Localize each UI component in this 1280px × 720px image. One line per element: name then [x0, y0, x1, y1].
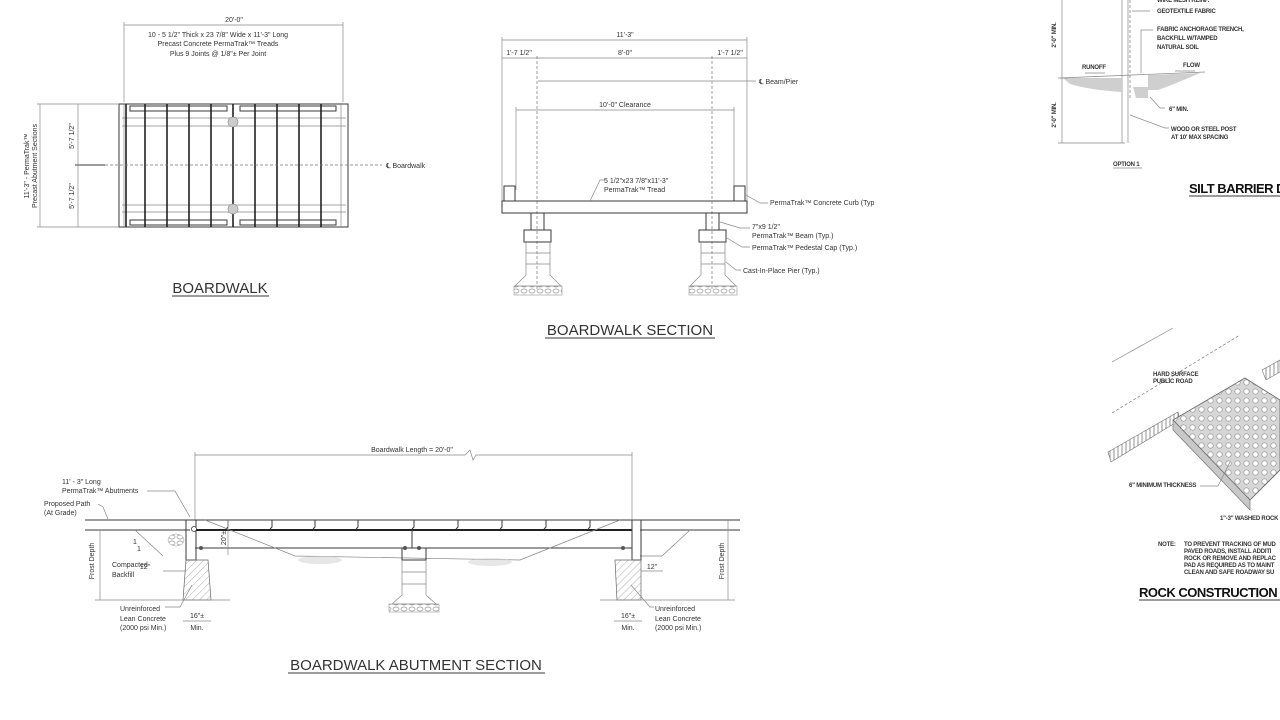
svg-text:6" MIN.: 6" MIN.: [1169, 107, 1189, 113]
svg-text:CLEAN AND SAFE ROADWAY SU: CLEAN AND SAFE ROADWAY SU: [1184, 570, 1274, 576]
plan-overall-length: 20'-0": [225, 17, 243, 24]
svg-text:1: 1: [137, 546, 141, 553]
svg-text:1: 1: [133, 539, 137, 546]
svg-text:20"±: 20"±: [221, 531, 228, 545]
svg-text:1'-7 1/2": 1'-7 1/2": [506, 50, 532, 57]
svg-text:FLOW: FLOW: [1183, 63, 1200, 69]
svg-text:AT 10' MAX SPACING: AT 10' MAX SPACING: [1171, 135, 1229, 141]
boardwalk-title: BOARDWALK: [172, 280, 267, 297]
svg-text:Boardwalk Length = 20'-0": Boardwalk Length = 20'-0": [371, 447, 453, 454]
svg-text:Lean Concrete: Lean Concrete: [120, 616, 166, 623]
plan-tread-note: 10 - 5 1/2" Thick x 23 7/8" Wide x 11'-3…: [148, 32, 288, 39]
svg-text:BACKFILL W/TAMPED: BACKFILL W/TAMPED: [1157, 36, 1218, 42]
svg-text:Frost Depth: Frost Depth: [89, 543, 96, 580]
svg-text:RUNOFF: RUNOFF: [1082, 65, 1106, 71]
svg-text:PUBLIC ROAD: PUBLIC ROAD: [1153, 379, 1193, 385]
svg-text:PermaTrak™ Abutments: PermaTrak™ Abutments: [62, 488, 139, 495]
svg-text:(At Grade): (At Grade): [44, 510, 77, 517]
svg-text:8'-0": 8'-0": [618, 50, 632, 57]
svg-text:2'-0" MIN.: 2'-0" MIN.: [1052, 102, 1058, 128]
svg-text:16"±: 16"±: [190, 613, 204, 620]
svg-text:12": 12": [647, 564, 658, 571]
svg-text:Plus 9 Joints @ 1/8"± Per Join: Plus 9 Joints @ 1/8"± Per Joint: [170, 51, 266, 58]
svg-text:Proposed Path: Proposed Path: [44, 501, 90, 508]
svg-text:Frost Depth: Frost Depth: [719, 543, 726, 580]
svg-text:Precast Abutment Sections: Precast Abutment Sections: [32, 123, 39, 208]
abutment-section: Boardwalk Length = 20'-0": [44, 447, 740, 674]
svg-text:1'-7 1/2": 1'-7 1/2": [717, 50, 743, 57]
svg-text:16"±: 16"±: [621, 613, 635, 620]
svg-text:Backfill: Backfill: [112, 572, 135, 579]
svg-text:10'-0" Clearance: 10'-0" Clearance: [599, 102, 651, 109]
svg-text:5'-7 1/2": 5'-7 1/2": [69, 183, 76, 209]
svg-text:PAVED ROADS, INSTALL ADDITI: PAVED ROADS, INSTALL ADDITI: [1184, 549, 1272, 555]
svg-text:6" MINIMUM THICKNESS: 6" MINIMUM THICKNESS: [1129, 483, 1196, 489]
svg-text:Min.: Min.: [190, 625, 203, 632]
svg-text:11'-3" - PermaTrak™: 11'-3" - PermaTrak™: [24, 134, 31, 199]
svg-text:OPTION 1: OPTION 1: [1113, 162, 1140, 168]
boardwalk-plan: 20'-0" 10 - 5 1/2" Thick x 23 7/8" Wide …: [24, 17, 426, 297]
svg-text:1"-3" WASHED ROCK: 1"-3" WASHED ROCK: [1220, 516, 1279, 522]
svg-text:WOOD OR STEEL POST: WOOD OR STEEL POST: [1171, 127, 1237, 133]
svg-text:Min.: Min.: [621, 625, 634, 632]
svg-text:WIRE MESH REINF.: WIRE MESH REINF.: [1157, 0, 1210, 4]
svg-text:Unreinforced: Unreinforced: [655, 606, 695, 613]
svg-text:GEOTEXTILE FABRIC: GEOTEXTILE FABRIC: [1157, 9, 1216, 15]
svg-text:NOTE:: NOTE:: [1158, 542, 1176, 548]
svg-text:7"x9 1/2": 7"x9 1/2": [752, 224, 780, 231]
svg-text:PermaTrak™ Tread: PermaTrak™ Tread: [604, 187, 665, 194]
section-overall-width: 11'-3": [616, 32, 634, 39]
svg-text:FABRIC ANCHORAGE TRENCH,: FABRIC ANCHORAGE TRENCH,: [1157, 27, 1244, 33]
svg-text:11' - 3" Long: 11' - 3" Long: [62, 479, 101, 486]
svg-text:(2000 psi Min.): (2000 psi Min.): [120, 625, 166, 632]
plan-centerline-label: ℄ Boardwalk: [385, 163, 426, 170]
svg-text:Unreinforced: Unreinforced: [120, 606, 160, 613]
svg-text:TO PREVENT TRACKING OF MUD: TO PREVENT TRACKING OF MUD: [1184, 542, 1277, 548]
svg-text:Cast-In-Place Pier (Typ.): Cast-In-Place Pier (Typ.): [743, 268, 820, 275]
svg-text:12": 12": [140, 564, 151, 571]
svg-text:Compacted: Compacted: [112, 562, 148, 569]
svg-text:2'-0" MIN.: 2'-0" MIN.: [1052, 22, 1058, 48]
boardwalk-section: 11'-3" 1'-7 1/2" 8'-0" 1'-7 1/2" ℄ Beam/…: [501, 32, 874, 339]
boardwalk-section-title: BOARDWALK SECTION: [547, 322, 713, 339]
svg-text:(2000 psi Min.): (2000 psi Min.): [655, 625, 701, 632]
svg-text:PermaTrak™ Beam (Typ.): PermaTrak™ Beam (Typ.): [752, 233, 833, 240]
svg-text:℄ Beam/Pier: ℄ Beam/Pier: [758, 79, 799, 86]
svg-text:PAD AS REQUIRED AS TO MAINT: PAD AS REQUIRED AS TO MAINT: [1184, 563, 1275, 569]
silt-barrier-detail: WIRE MESH REINF. GEOTEXTILE FABRIC FABRI…: [1052, 0, 1280, 197]
svg-text:HARD SURFACE: HARD SURFACE: [1153, 372, 1198, 378]
svg-text:PermaTrak™ Concrete Curb (Typ: PermaTrak™ Concrete Curb (Typ: [770, 200, 874, 207]
abutment-section-title: BOARDWALK ABUTMENT SECTION: [290, 657, 542, 674]
silt-barrier-title: SILT BARRIER DE: [1189, 181, 1280, 196]
svg-text:5'-7 1/2": 5'-7 1/2": [69, 123, 76, 149]
svg-text:PermaTrak™ Pedestal Cap (Typ.): PermaTrak™ Pedestal Cap (Typ.): [752, 245, 857, 252]
svg-text:5 1/2"x23 7/8"x11'-3": 5 1/2"x23 7/8"x11'-3": [604, 178, 669, 185]
svg-text:Lean Concrete: Lean Concrete: [655, 616, 701, 623]
svg-text:ROCK OR REMOVE AND REPLAC: ROCK OR REMOVE AND REPLAC: [1184, 556, 1277, 562]
svg-text:Precast Concrete PermaTrak™ Tr: Precast Concrete PermaTrak™ Treads: [158, 41, 279, 48]
rock-entrance-detail: HARD SURFACE PUBLIC ROAD 6" MINIMUM THIC…: [1107, 327, 1280, 601]
rock-entrance-title: ROCK CONSTRUCTION EN: [1139, 585, 1280, 600]
svg-text:NATURAL SOIL: NATURAL SOIL: [1157, 45, 1199, 51]
